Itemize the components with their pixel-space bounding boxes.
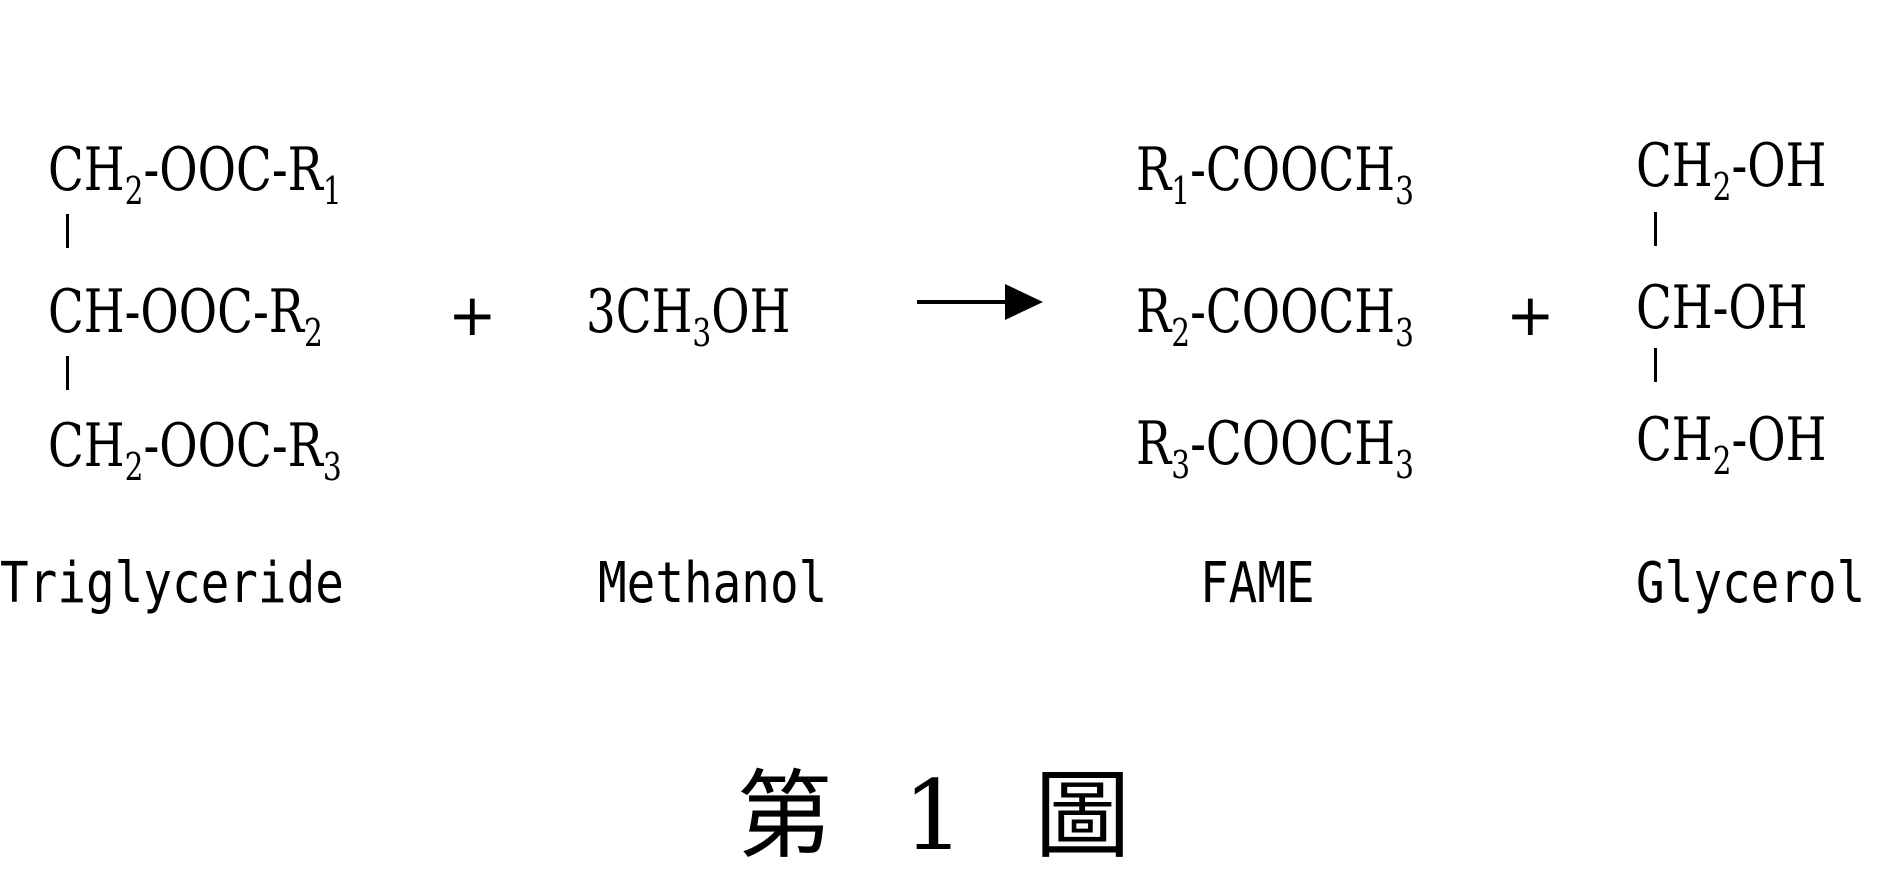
- triglyceride-bond-1: [66, 214, 69, 248]
- glycerol-line-1: CH2-OH: [1636, 136, 1826, 206]
- triglyceride-line-1: CH2-OOC-R1: [48, 140, 342, 210]
- text: CH: [48, 411, 125, 481]
- subscript: 3: [1395, 443, 1414, 487]
- fame-label: FAME: [1200, 551, 1315, 616]
- text: R: [1136, 277, 1172, 347]
- plus-sign: +: [448, 281, 497, 349]
- text: -COOCH: [1190, 409, 1396, 479]
- text: R: [1136, 409, 1172, 479]
- subscript: 3: [692, 311, 712, 355]
- text: -OH: [1731, 131, 1827, 201]
- text: CH: [48, 135, 125, 205]
- fame-line-3: R3-COOCH3: [1136, 414, 1414, 484]
- triglyceride-label: Triglyceride: [0, 551, 344, 616]
- text: 3CH: [586, 277, 693, 347]
- glycerol-line-3: CH2-OH: [1636, 410, 1826, 480]
- triglyceride-line-3: CH2-OOC-R3: [48, 416, 342, 486]
- subscript: 3: [1395, 311, 1414, 355]
- glycerol-bond-2: [1654, 348, 1657, 382]
- subscript: 3: [322, 445, 342, 489]
- fame-line-2: R2-COOCH3: [1136, 282, 1414, 352]
- text: CH-OH: [1636, 273, 1808, 343]
- plus-sign: +: [1506, 281, 1555, 349]
- text: -COOCH: [1190, 135, 1396, 205]
- subscript: 1: [1171, 169, 1191, 213]
- subscript: 3: [1395, 169, 1414, 213]
- text: CH: [1636, 405, 1713, 475]
- subscript: 2: [304, 311, 323, 355]
- subscript: 2: [124, 169, 144, 213]
- subscript: 2: [124, 445, 144, 489]
- text: -COOCH: [1190, 277, 1396, 347]
- arrow-head: [1005, 284, 1043, 320]
- figure-caption: 第 1 圖: [736, 760, 1151, 872]
- glycerol-line-2: CH-OH: [1636, 278, 1808, 338]
- text: OH: [711, 277, 791, 347]
- text: -OOC-R: [143, 411, 323, 481]
- methanol-label: Methanol: [598, 551, 828, 616]
- text: -OH: [1731, 405, 1827, 475]
- text: -OOC-R: [143, 135, 323, 205]
- glycerol-bond-1: [1654, 212, 1657, 246]
- fame-line-1: R1-COOCH3: [1136, 140, 1414, 210]
- text: R: [1136, 135, 1172, 205]
- subscript: 3: [1171, 443, 1191, 487]
- subscript: 2: [1712, 165, 1732, 209]
- methanol-formula: 3CH3OH: [586, 282, 790, 352]
- triglyceride-line-2: CH-OOC-R2: [48, 282, 323, 352]
- subscript: 2: [1712, 439, 1732, 483]
- text: CH: [1636, 131, 1713, 201]
- reaction-arrow-icon: [917, 284, 1043, 320]
- subscript: 2: [1171, 311, 1191, 355]
- subscript: 1: [322, 169, 342, 213]
- glycerol-label: Glycerol: [1636, 551, 1866, 616]
- triglyceride-bond-2: [66, 356, 69, 390]
- text: CH-OOC-R: [48, 277, 305, 347]
